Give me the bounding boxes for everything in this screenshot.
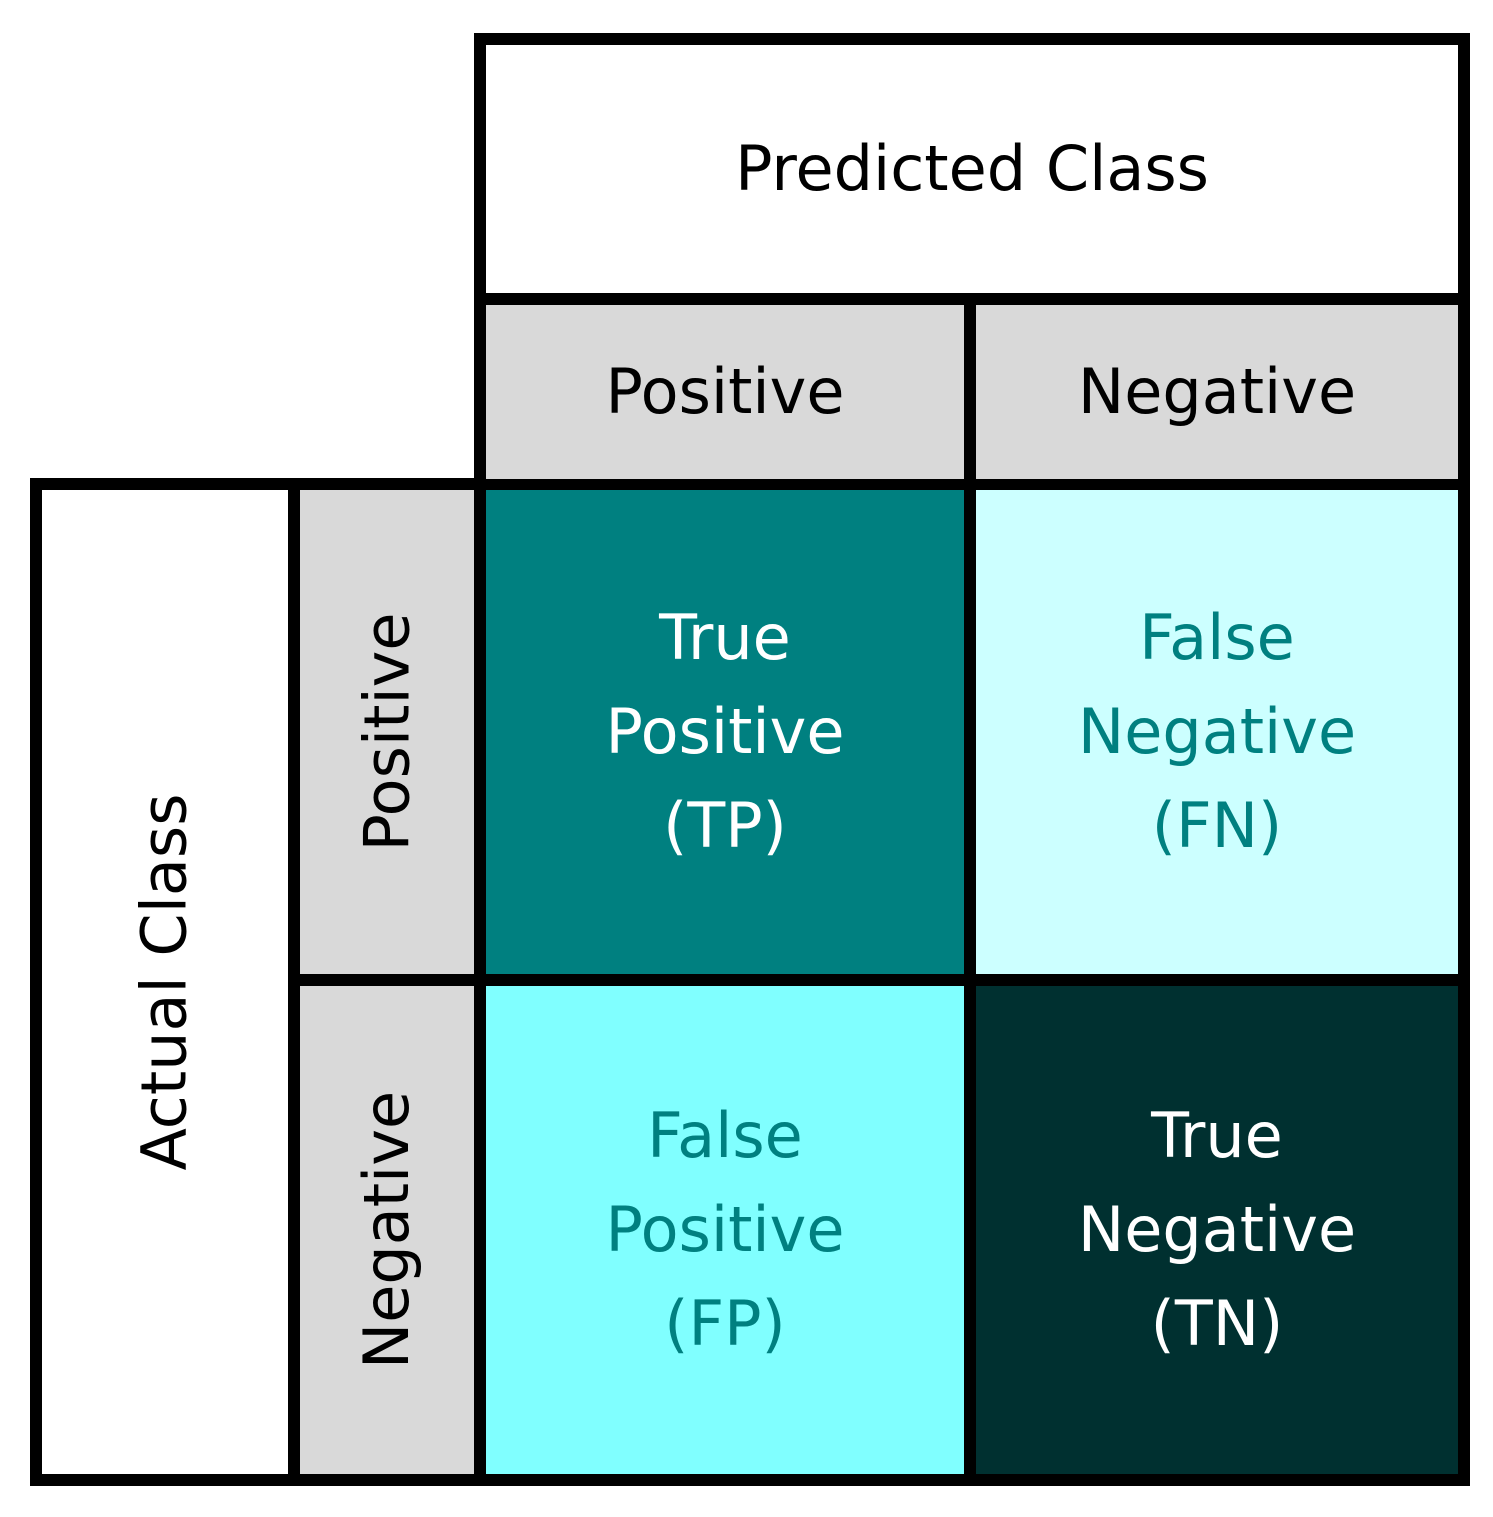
false-negative-cell: False Negative (FN) xyxy=(976,490,1458,974)
true-negative-text: True Negative (TN) xyxy=(1077,1099,1357,1360)
predicted-class-title: Predicted Class xyxy=(735,132,1209,205)
predicted-class-header: Predicted Class xyxy=(486,45,1458,293)
actual-positive-label-cell: Positive xyxy=(300,490,474,974)
false-negative-text: False Negative (FN) xyxy=(1077,601,1357,862)
row-divider-line xyxy=(288,974,1470,986)
predicted-negative-label-cell: Negative xyxy=(976,305,1458,479)
predicted-positive-label: Positive xyxy=(605,355,845,428)
true-negative-cell: True Negative (TN) xyxy=(976,986,1458,1474)
actual-negative-label-cell: Negative xyxy=(300,986,474,1474)
actual-positive-label: Positive xyxy=(350,612,424,852)
true-positive-cell: True Positive (TP) xyxy=(486,490,964,974)
predicted-negative-label: Negative xyxy=(1077,355,1357,428)
actual-negative-label: Negative xyxy=(350,1090,423,1370)
actual-class-header: Actual Class xyxy=(42,490,288,1474)
actual-class-title: Actual Class xyxy=(128,793,201,1171)
column-divider-line xyxy=(964,293,976,1486)
actual-label-divider-line xyxy=(474,478,486,1486)
false-positive-cell: False Positive (FP) xyxy=(486,986,964,1474)
actual-header-divider-line xyxy=(288,478,300,1486)
true-positive-text: True Positive (TP) xyxy=(605,601,845,862)
predicted-positive-label-cell: Positive xyxy=(486,305,964,479)
false-positive-text: False Positive (FP) xyxy=(605,1099,845,1360)
